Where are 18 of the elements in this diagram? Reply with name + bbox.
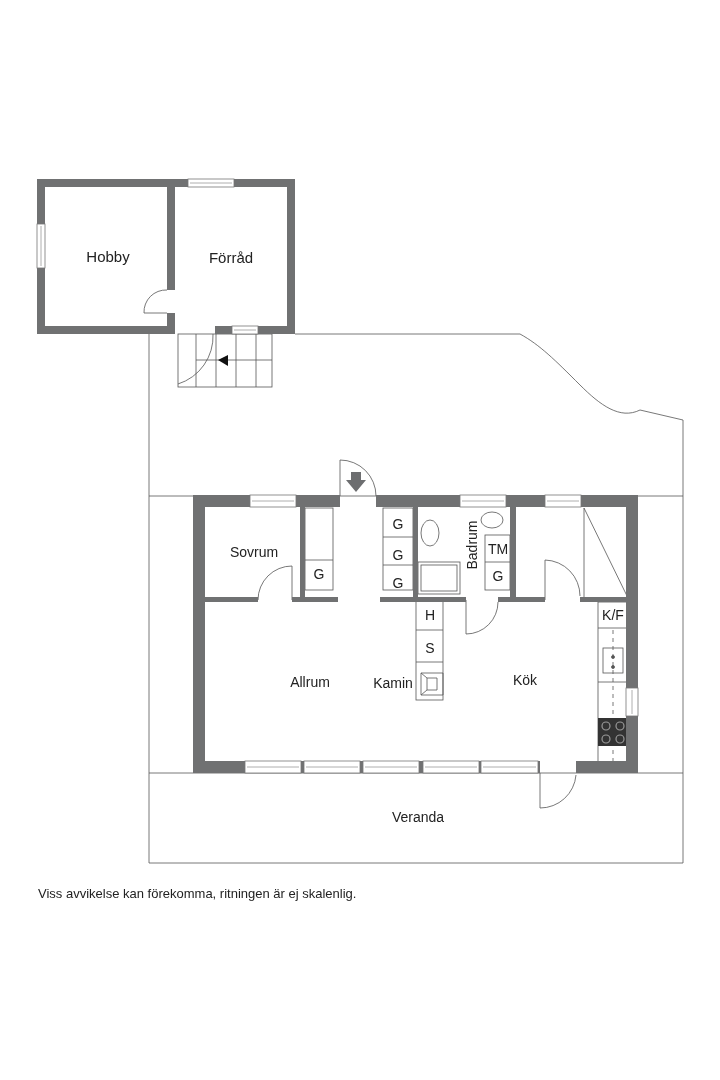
room-label: Förråd	[208, 249, 254, 265]
room-label: Hobby	[86, 248, 130, 264]
room-label: G	[492, 569, 504, 583]
room-label: H	[424, 608, 436, 622]
room-label: Kök	[512, 673, 538, 687]
room-label: G	[392, 517, 404, 531]
room-label: Kamin	[373, 676, 413, 690]
room-label: G	[313, 567, 325, 581]
caption: Viss avvikelse kan förekomma, ritningen är ej skalenlig.	[38, 885, 357, 903]
room-label: Sovrum	[229, 545, 279, 559]
room-label: TM	[487, 542, 509, 556]
room-label: G	[392, 576, 404, 590]
room-label: Badrum	[465, 520, 479, 570]
room-label: S	[425, 641, 435, 655]
room-label: K/F	[602, 608, 624, 622]
room-label: Veranda	[391, 810, 445, 824]
room-label: Allrum	[290, 675, 330, 689]
room-label: G	[392, 548, 404, 562]
